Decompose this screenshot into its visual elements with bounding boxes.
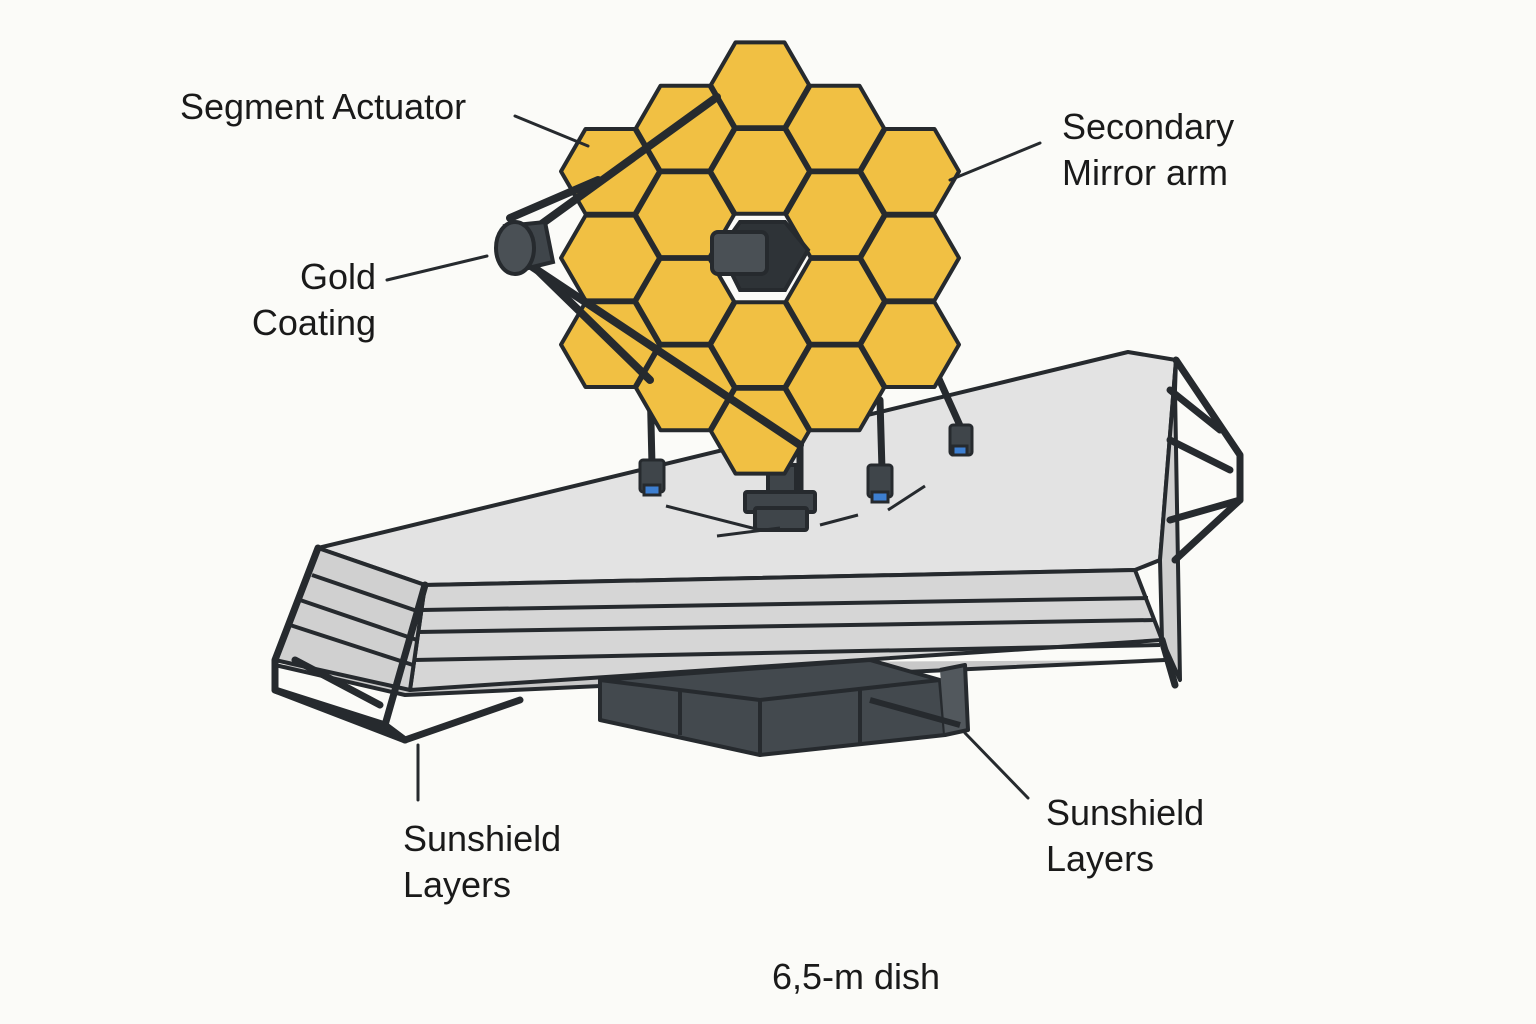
secondary-mirror-struts bbox=[506, 93, 804, 449]
right-sunshield-truss bbox=[1158, 356, 1244, 689]
label-secondary-mirror-arm-line1: Secondary bbox=[1062, 106, 1235, 147]
left-sunshield-truss bbox=[271, 544, 524, 744]
label-gold-coating: Gold Coating bbox=[226, 254, 376, 346]
spacecraft-bus bbox=[598, 658, 970, 757]
label-gold-coating-line2: Coating bbox=[251, 302, 376, 343]
sunshield-layer-line bbox=[289, 623, 414, 667]
primary-mirror bbox=[559, 40, 961, 476]
label-sunshield-layers-right: Sunshield Layers bbox=[1046, 790, 1204, 882]
mirror-segment bbox=[859, 300, 961, 389]
sunshield-layer-line bbox=[413, 643, 1161, 662]
sunshield-layer-line bbox=[299, 598, 418, 642]
label-sunshield-layers-right-line2: Layers bbox=[1046, 838, 1155, 879]
gold-coating-leader bbox=[385, 254, 489, 282]
label-segment-actuator-text: Segment Actuator bbox=[180, 86, 467, 127]
sunshield-layers-right-leader bbox=[963, 731, 1030, 800]
leg-feet bbox=[638, 423, 974, 504]
label-gold-coating-line1: Gold bbox=[299, 256, 376, 297]
secondary-mirror-arm-leader bbox=[948, 141, 1042, 182]
sunshield-layer-line bbox=[421, 596, 1149, 612]
secondary-mirror bbox=[494, 219, 556, 276]
label-dish: 6,5-m dish bbox=[772, 954, 940, 1000]
leader-lines bbox=[385, 114, 1042, 802]
label-sunshield-layers-left-line2: Layers bbox=[403, 864, 512, 905]
label-sunshield-layers-right-line1: Sunshield bbox=[1046, 792, 1205, 833]
central-baffle bbox=[710, 220, 811, 292]
segment-actuator-leader bbox=[513, 114, 590, 148]
label-sunshield-layers-left: Sunshield Layers bbox=[403, 816, 561, 908]
central-column bbox=[743, 463, 817, 532]
label-sunshield-layers-left-line1: Sunshield bbox=[403, 818, 562, 859]
sunshield-layer-line bbox=[311, 573, 421, 614]
label-secondary-mirror-arm: Secondary Mirror arm bbox=[1062, 104, 1234, 196]
label-dish-text: 6,5-m dish bbox=[772, 956, 941, 997]
sunshield-layer-line bbox=[417, 618, 1156, 634]
label-secondary-mirror-arm-line2: Mirror arm bbox=[1062, 152, 1228, 193]
hinge-lines bbox=[665, 484, 926, 538]
label-segment-actuator: Segment Actuator bbox=[180, 84, 466, 130]
